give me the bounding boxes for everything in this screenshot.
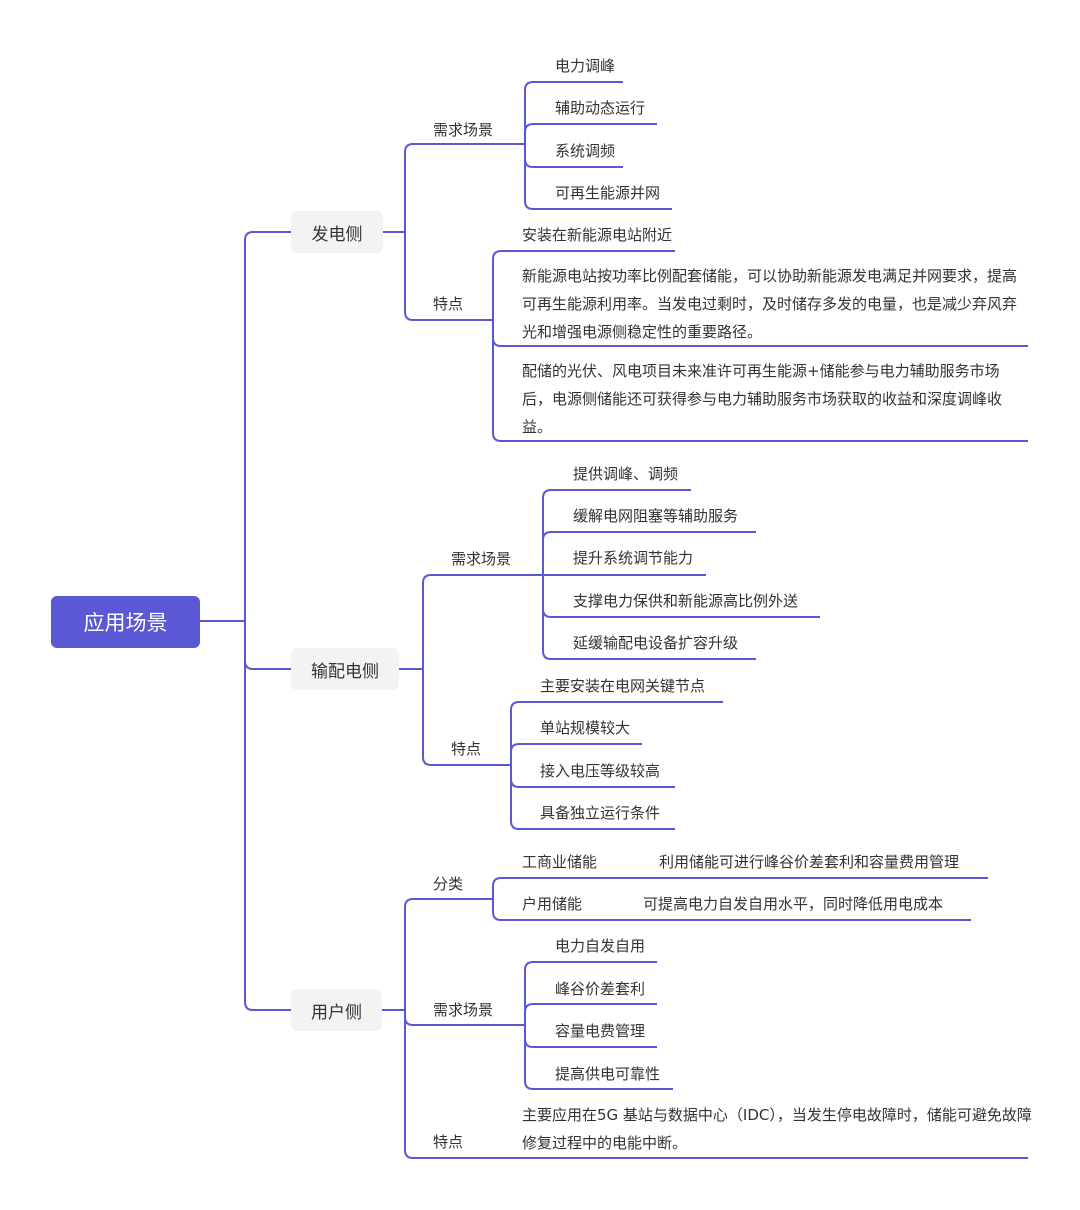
gen-demand-scenarios[interactable]: 需求场景 [433,121,494,139]
root-node[interactable]: 应用场景 [51,596,200,648]
gen-link [404,143,525,232]
gen-feature-item[interactable]: 配储的光伏、风电项目未来准许可再生能源+储能参与电力辅助服务市场后，电源侧储能还… [522,362,1003,436]
gen-demand-item[interactable]: 辅助动态运行 [555,99,646,117]
user-feature-item[interactable]: 主要应用在5G 基站与数据中心（IDC），当发生停电故障时，储能可避免故障修复过… [522,1106,1032,1152]
trans-demand-scenarios[interactable]: 需求场景 [451,550,512,568]
trans-feature-item[interactable]: 具备独立运行条件 [540,804,661,822]
trans-features[interactable]: 特点 [451,740,482,758]
user-link [404,898,493,1010]
gen-demand-item[interactable]: 可再生能源并网 [555,184,661,202]
gen-demand-item[interactable]: 电力调峰 [555,57,616,75]
user-category-desc[interactable]: 利用储能可进行峰谷价差套利和容量费用管理 [659,853,960,871]
gen-features[interactable]: 特点 [433,295,464,313]
root-link [244,621,291,670]
branch-user-side[interactable]: 用户侧 [291,989,382,1031]
user-demand-item[interactable]: 容量电费管理 [555,1022,646,1040]
branch-transmission-side[interactable]: 输配电侧 [291,648,399,690]
gen-demand-item[interactable]: 系统调频 [555,142,616,160]
trans-feature-item[interactable]: 主要安装在电网关键节点 [540,677,706,695]
trans-demand-item[interactable]: 提供调峰、调频 [573,465,679,483]
trans-demand-item[interactable]: 提升系统调节能力 [573,549,694,567]
trans-demand-item[interactable]: 支撑电力保供和新能源高比例外送 [573,592,799,610]
user-demand-item[interactable]: 提高供电可靠性 [555,1065,661,1083]
user-category-name[interactable]: 工商业储能 [522,853,598,871]
trans-demand-item[interactable]: 缓解电网阻塞等辅助服务 [573,507,739,525]
user-features[interactable]: 特点 [433,1133,464,1151]
user-categories[interactable]: 分类 [433,875,464,893]
trans-link [422,574,543,669]
trans-demand-item[interactable]: 延缓输配电设备扩容升级 [573,634,739,652]
user-category-desc[interactable]: 可提高电力自发自用水平，同时降低用电成本 [643,895,944,913]
root-link [244,621,291,1011]
gen-feature-item[interactable]: 新能源电站按功率比例配套储能，可以协助新能源发电满足并网要求，提高可再生能源利用… [522,267,1018,341]
user-demand-scenarios[interactable]: 需求场景 [433,1001,494,1019]
gen-feature-item[interactable]: 安装在新能源电站附近 [522,226,673,244]
trans-feature-item[interactable]: 单站规模较大 [540,719,631,737]
user-demand-item[interactable]: 电力自发自用 [555,937,646,955]
user-category-name[interactable]: 户用储能 [522,895,583,913]
trans-feature-item[interactable]: 接入电压等级较高 [540,762,661,780]
user-demand-item[interactable]: 峰谷价差套利 [555,980,646,998]
root-link [244,231,291,621]
branch-generation-side[interactable]: 发电侧 [291,211,383,253]
